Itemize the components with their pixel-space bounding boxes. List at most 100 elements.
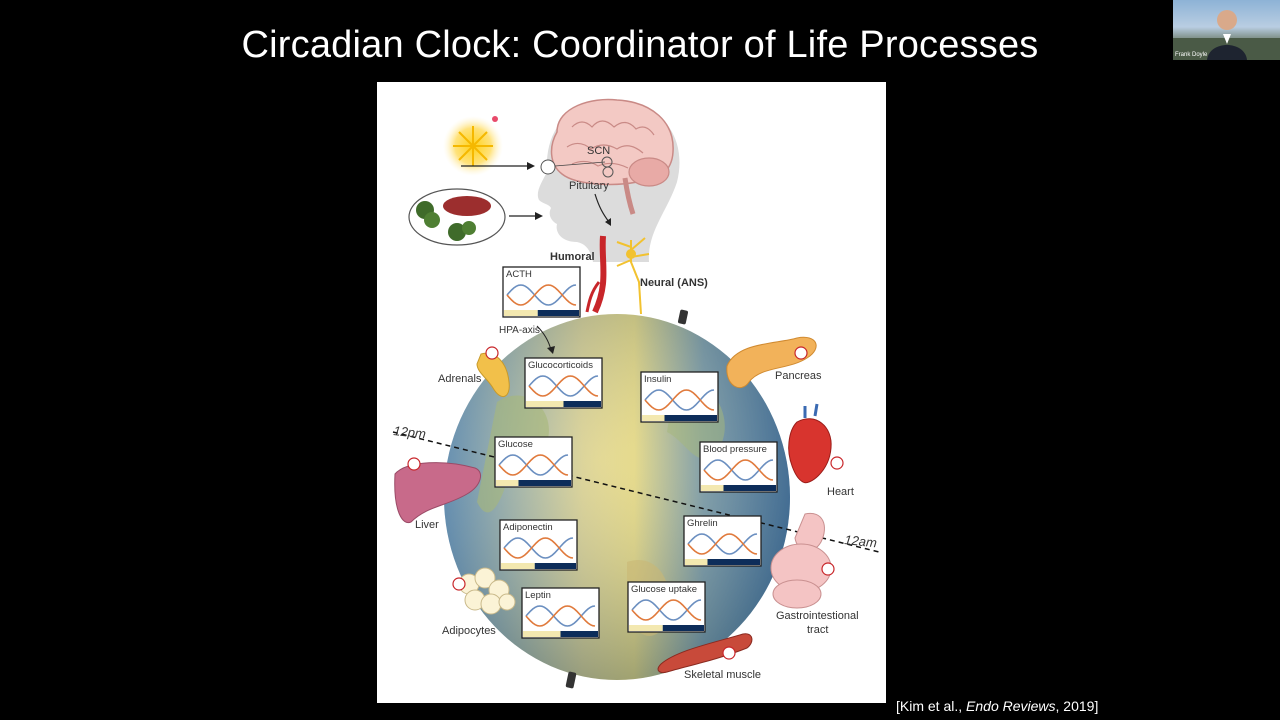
pancreas-icon [726, 336, 817, 388]
clock-icon-adrenals [485, 346, 499, 360]
sun-rays-icon [453, 126, 493, 166]
night-bar [534, 563, 576, 569]
participant-name: Frank Doyle [1175, 52, 1208, 58]
globe-axis-bottom [565, 671, 577, 689]
rhythm-wave-blue [525, 605, 596, 627]
hormone-box-label: ACTH [506, 269, 532, 280]
adipocytes-label: Adipocytes [442, 625, 496, 637]
hormone-box-label: Glucose uptake [631, 584, 697, 595]
figure-svg: SCN Pituitary Humoral Neural (ANS) 12pm … [393, 98, 880, 689]
day-bar [642, 415, 665, 421]
clock-icon-adipocytes [452, 577, 466, 591]
skeletal-muscle-label: Skeletal muscle [684, 669, 761, 681]
clock-icon-gi [821, 562, 835, 576]
eye-circle [540, 159, 556, 175]
pointer-dot [492, 116, 498, 122]
participant-video-tile[interactable]: Frank Doyle [1173, 0, 1280, 60]
hormone-box-glucocorticoids: Glucocorticoids [524, 357, 603, 409]
citation-suffix: , 2019] [1055, 698, 1099, 714]
hormone-box-insulin: Insulin [640, 371, 719, 423]
heart-icon [788, 418, 832, 484]
hormone-box-acth: ACTH [502, 266, 581, 318]
rhythm-wave-blue [498, 454, 569, 476]
night-bar [563, 401, 601, 407]
rhythm-wave-blue [644, 389, 715, 411]
gi-tract-icon [770, 512, 832, 609]
hormone-box-label: Glucose [498, 439, 533, 450]
hormone-box-label: Ghrelin [687, 518, 718, 529]
hormone-box-ghrelin: Ghrelin [683, 515, 762, 567]
pancreas-label: Pancreas [775, 370, 822, 382]
hormone-box-label: Adiponectin [503, 522, 553, 533]
hormone-box-label: Blood pressure [703, 444, 767, 455]
citation-prefix: [Kim et al., [896, 698, 967, 714]
rhythm-wave-orange [506, 284, 577, 306]
hormone-box-leptin: Leptin [521, 587, 600, 639]
day-bar [501, 563, 535, 569]
gi-label-line2: tract [807, 624, 828, 636]
day-bar [523, 631, 561, 637]
hormone-box-label: Insulin [644, 374, 671, 385]
pituitary-label: Pituitary [569, 180, 609, 192]
rhythm-wave-orange [703, 459, 774, 481]
neural-label: Neural (ANS) [640, 277, 708, 289]
rhythm-wave-orange [631, 599, 702, 621]
neuron-icon [616, 237, 650, 315]
rhythm-wave-blue [687, 533, 758, 555]
adipocytes-icon [458, 567, 516, 615]
cerebellum [628, 157, 670, 187]
day-bar [504, 310, 538, 316]
rhythm-wave-orange [525, 605, 596, 627]
clock-icon-heart [830, 456, 844, 470]
globe-axis-top [678, 309, 688, 325]
scn-label: SCN [587, 145, 610, 157]
night-bar [662, 625, 704, 631]
circadian-figure: SCN Pituitary Humoral Neural (ANS) 12pm … [377, 82, 886, 703]
label-12pm: 12pm [393, 423, 427, 441]
rhythm-wave-orange [687, 533, 758, 555]
rhythm-wave-blue [631, 599, 702, 621]
hormone-box-label: Leptin [525, 590, 551, 601]
humoral-label: Humoral [550, 251, 595, 263]
night-bar [707, 559, 760, 565]
clock-icon-pancreas [794, 346, 808, 360]
night-bar [560, 631, 598, 637]
clock-icon-liver [407, 457, 421, 471]
rhythm-wave-orange [498, 454, 569, 476]
rhythm-wave-orange [503, 537, 574, 559]
rhythm-wave-orange [528, 375, 599, 397]
night-bar [664, 415, 717, 421]
slide-title: Circadian Clock: Coordinator of Life Pro… [241, 24, 1039, 66]
hormone-box-adiponectin: Adiponectin [499, 519, 578, 571]
liver-icon [394, 462, 482, 524]
participant-avatar [1173, 10, 1280, 60]
rhythm-wave-blue [503, 537, 574, 559]
adrenals-label: Adrenals [438, 373, 482, 385]
rhythm-wave-orange [644, 389, 715, 411]
day-bar [685, 559, 708, 565]
rhythm-wave-blue [703, 459, 774, 481]
day-bar [629, 625, 663, 631]
citation: [Kim et al., Endo Reviews, 2019] [896, 698, 1098, 714]
hormone-box-glucose-uptake: Glucose uptake [627, 581, 706, 633]
hormone-box-blood-pressure: Blood pressure [699, 441, 778, 493]
food-plate-icon [408, 188, 506, 246]
night-bar [518, 480, 571, 486]
blood-vessel-icon [592, 235, 607, 314]
hormone-box-label: Glucocorticoids [528, 360, 593, 371]
rhythm-wave-blue [506, 284, 577, 306]
hpa-axis-label: HPA-axis [499, 325, 540, 336]
citation-journal: Endo Reviews [966, 698, 1056, 714]
label-12am: 12am [844, 532, 878, 550]
day-bar [526, 401, 564, 407]
liver-label: Liver [415, 519, 439, 531]
hormone-box-glucose: Glucose [494, 436, 573, 488]
rhythm-wave-blue [528, 375, 599, 397]
night-bar [537, 310, 579, 316]
adrenal-gland-icon [476, 352, 510, 397]
gi-label-line1: Gastrointestional [776, 610, 859, 622]
day-bar [496, 480, 519, 486]
day-bar [701, 485, 724, 491]
night-bar [723, 485, 776, 491]
clock-icon-muscle [722, 646, 736, 660]
